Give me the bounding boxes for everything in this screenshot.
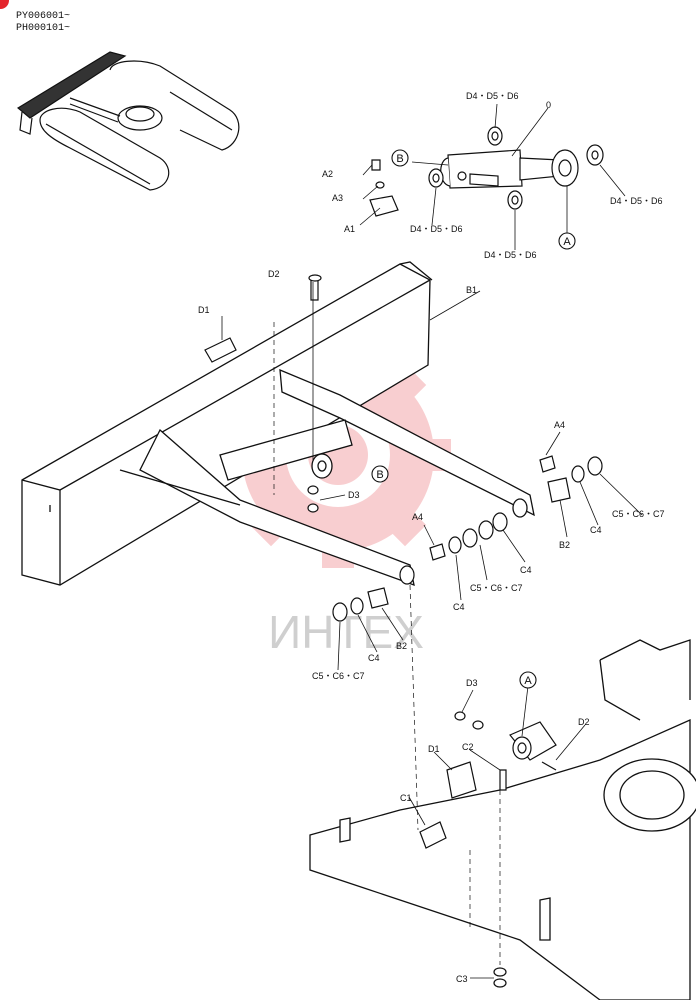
corner-badge-icon — [0, 0, 9, 9]
callout-b1: B1 — [466, 285, 477, 295]
callout-d1-frame: D1 — [428, 744, 440, 754]
callout-c567-left: C5・C6・C7 — [312, 671, 365, 681]
small-parts-blade — [204, 274, 603, 622]
callout-c3: C3 — [456, 974, 468, 984]
callout-c1: C1 — [400, 793, 412, 803]
callout-c2: C2 — [462, 742, 474, 752]
cross-tube — [219, 419, 353, 481]
callout-c4-right-2: C4 — [520, 565, 532, 575]
callout-c4-right-1: C4 — [590, 525, 602, 535]
callout-a3: A3 — [332, 193, 343, 203]
callout-c567-mid: C5・C6・C7 — [470, 583, 523, 593]
callout-c4-left: C4 — [368, 653, 380, 663]
undercarriage-frame — [309, 639, 696, 1000]
callout-c567-right: C5・C6・C7 — [612, 509, 665, 519]
blade-arm-right — [279, 368, 535, 518]
callout-d456-top: D4・D5・D6 — [466, 91, 519, 101]
serial-range-1: PY006001~ — [16, 11, 71, 22]
ref-circle-labels: B A B A — [376, 153, 571, 687]
callout-c4-mid: C4 — [453, 602, 465, 612]
callout-d3-blade: D3 — [348, 490, 360, 500]
callout-d456-bottom: D4・D5・D6 — [484, 250, 537, 260]
ref-circles — [371, 149, 576, 689]
ref-circle-b-top: B — [396, 153, 403, 165]
callout-a4-left: A4 — [412, 512, 423, 522]
callout-a2: A2 — [322, 169, 333, 179]
callout-d1-blade: D1 — [198, 305, 210, 315]
cylinder-assembly — [440, 107, 579, 189]
ref-circle-a-top: A — [563, 236, 571, 248]
callout-d3-frame: D3 — [466, 678, 478, 688]
ref-circle-b-mid: B — [376, 469, 383, 481]
leader-lines — [221, 103, 643, 979]
callout-d2-blade: D2 — [268, 269, 280, 279]
part-callouts: D4・D5・D6 0 A2 A3 A1 D4・D5・D6 D4・D5・D6 D4… — [198, 91, 665, 984]
dashed-assembly-lines — [273, 322, 501, 965]
bracket-assembly — [419, 711, 557, 988]
callout-b2-right: B2 — [559, 540, 570, 550]
callout-d2-frame: D2 — [578, 717, 590, 727]
callout-a4-right: A4 — [554, 420, 565, 430]
callout-zero: 0 — [546, 100, 551, 110]
dozer-blade — [21, 261, 433, 586]
serial-range-2: PH000101~ — [16, 23, 71, 34]
callout-a1: A1 — [344, 224, 355, 234]
blade-arm-left — [119, 428, 415, 587]
ref-circle-a-bottom: A — [524, 675, 532, 687]
excavator-thumbnail — [16, 51, 240, 191]
callout-d456-right: D4・D5・D6 — [610, 196, 663, 206]
callout-d456-left: D4・D5・D6 — [410, 224, 463, 234]
pin-washers-cylinder — [369, 126, 604, 217]
callout-b2-left: B2 — [396, 641, 407, 651]
